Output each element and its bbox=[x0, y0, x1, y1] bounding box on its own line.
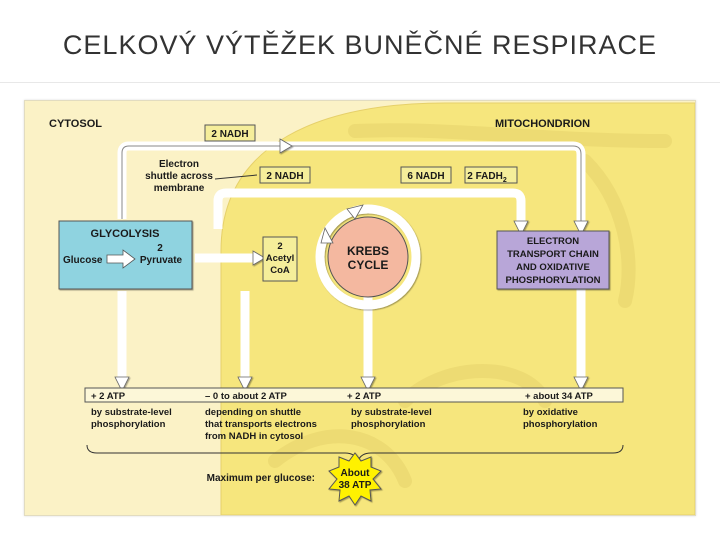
shuttle-line-3: membrane bbox=[154, 183, 205, 194]
diagram-canvas: CYTOSOL MITOCHONDRION 2 NADH 2 NADH 6 NA… bbox=[49, 102, 695, 515]
etc-line-2: TRANSPORT CHAIN bbox=[507, 249, 599, 260]
etc-box bbox=[496, 230, 610, 290]
krebs-cycle-arrowhead bbox=[346, 204, 364, 220]
cytosol-label: CYTOSOL bbox=[49, 118, 102, 130]
nadh-acetyl-label: 2 NADH bbox=[266, 171, 303, 182]
nadh-krebs-box bbox=[400, 166, 452, 184]
nadh-krebs-label: 6 NADH bbox=[407, 171, 444, 182]
arrow-heads bbox=[114, 138, 589, 392]
slide-title: CELKOVÝ VÝTĚŽEK BUNĚČNÉ RESPIRACE bbox=[62, 30, 658, 60]
shuttle-pointer bbox=[214, 174, 258, 180]
krebs-cycle-arrowhead-2 bbox=[320, 226, 334, 244]
total-line-2: 38 ATP bbox=[339, 480, 372, 491]
total-line-1: About bbox=[341, 468, 371, 479]
maximum-label: Maximum per glucose: bbox=[207, 473, 315, 484]
yield-4-desc-1: by oxidative bbox=[523, 407, 578, 418]
acetyl-line-1: 2 bbox=[277, 241, 282, 252]
yield-2-desc-2: that transports electrons bbox=[205, 419, 317, 430]
krebs-line-1: KREBS bbox=[347, 244, 389, 258]
acetyl-line-3: CoA bbox=[270, 265, 290, 276]
etc-line-3: AND OXIDATIVE bbox=[516, 262, 590, 273]
pyruvate-number: 2 bbox=[157, 243, 163, 254]
yield-2-atp: – 0 to about 2 ATP bbox=[205, 391, 287, 402]
glucose-label: Glucose bbox=[63, 255, 103, 266]
fadh2-box bbox=[464, 166, 518, 184]
mitochondrion-cristae bbox=[268, 123, 672, 488]
fadh2-label: 2 FADH2 bbox=[467, 171, 507, 184]
mitochondrion-label: MITOCHONDRION bbox=[495, 118, 590, 130]
krebs-cycle-ring bbox=[315, 204, 421, 310]
nadh-cytosol-box bbox=[204, 124, 256, 142]
arrow-nadh-krebs bbox=[213, 188, 526, 229]
nadh-acetyl-box bbox=[259, 166, 311, 184]
yield-3-desc-2: phosphorylation bbox=[351, 419, 426, 430]
acetyl-coa-box bbox=[262, 236, 298, 282]
yield-1-desc-1: by substrate-level bbox=[91, 407, 172, 418]
etc-line-1: ELECTRON bbox=[527, 236, 579, 247]
yield-1-atp: + 2 ATP bbox=[91, 391, 126, 402]
yield-2-desc-3: from NADH in cytosol bbox=[205, 431, 303, 442]
shuttle-line-1: Electron bbox=[159, 159, 199, 170]
acetyl-line-2: Acetyl bbox=[266, 253, 295, 264]
yield-2-desc-1: depending on shuttle bbox=[205, 407, 301, 418]
respiration-diagram: CYTOSOL MITOCHONDRION 2 NADH 2 NADH 6 NA… bbox=[24, 100, 696, 516]
yield-1-desc-2: phosphorylation bbox=[91, 419, 166, 430]
etc-line-4: PHOSPHORYLATION bbox=[505, 275, 600, 286]
shuttle-line-2: shuttle across bbox=[145, 171, 213, 182]
pyruvate-label: Pyruvate bbox=[140, 255, 183, 266]
nadh-cytosol-label: 2 NADH bbox=[211, 129, 248, 140]
yield-4-desc-2: phosphorylation bbox=[523, 419, 598, 430]
yield-3-atp: + 2 ATP bbox=[347, 391, 382, 402]
total-atp-burst bbox=[328, 452, 382, 506]
glucose-arrow bbox=[106, 249, 136, 269]
title-divider bbox=[0, 82, 720, 83]
krebs-line-2: CYCLE bbox=[348, 258, 389, 272]
krebs-cycle-circle bbox=[327, 216, 409, 298]
glycolysis-title: GLYCOLYSIS bbox=[91, 228, 160, 240]
yield-3-desc-1: by substrate-level bbox=[351, 407, 432, 418]
flow-arrows bbox=[117, 141, 586, 379]
yield-4-atp: + about 34 ATP bbox=[525, 391, 593, 402]
atp-yield-bar bbox=[84, 387, 624, 403]
